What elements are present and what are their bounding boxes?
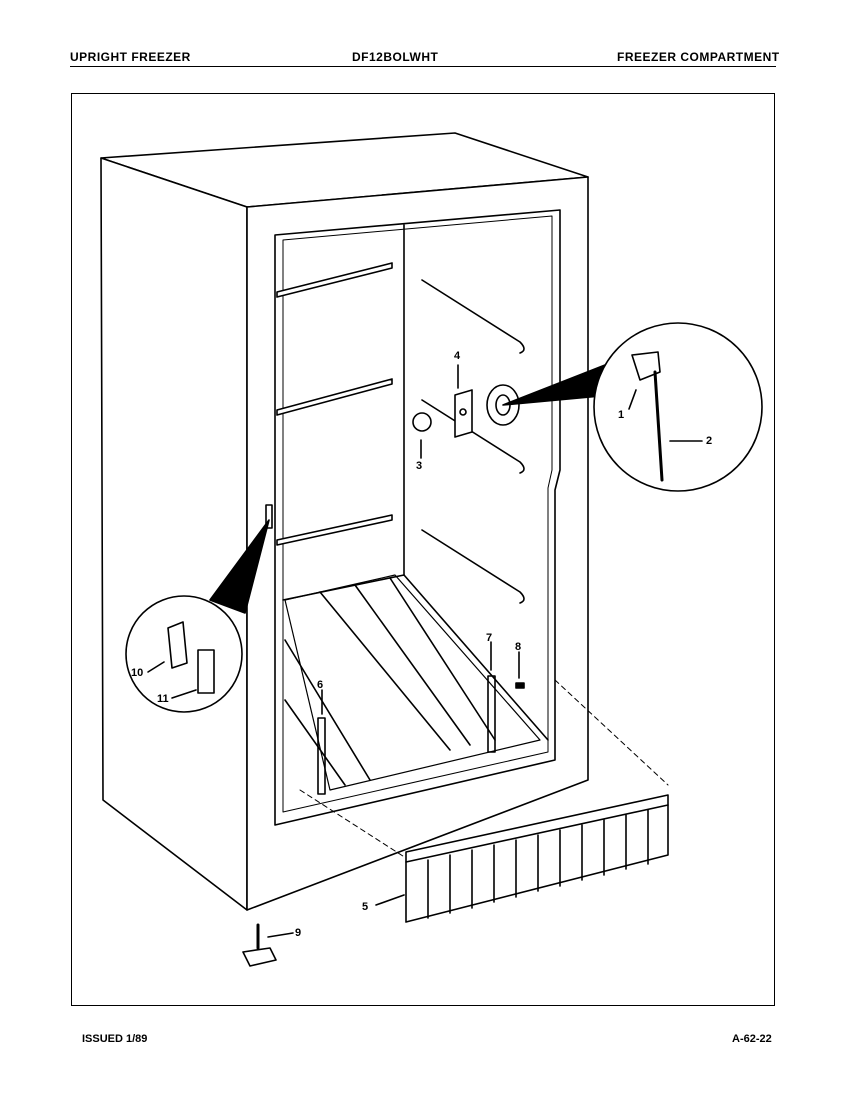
callout-11: 11 (157, 693, 169, 705)
footer-page-code: A-62-22 (732, 1033, 772, 1045)
callout-6: 6 (317, 679, 323, 691)
light-switch (631, 351, 661, 381)
detail-circle-light (593, 322, 763, 492)
shelf-rail-left (317, 717, 326, 795)
inner-liner (274, 209, 561, 826)
bottom-basket (284, 574, 541, 791)
hinge-slot (265, 504, 273, 529)
header-model-number: DF12BOLWHT (352, 50, 439, 64)
header-rule (70, 66, 776, 67)
callout-2: 2 (706, 435, 712, 447)
diagram-frame (71, 93, 775, 1006)
right-shelf-rod-1 (421, 279, 525, 354)
callout-10: 10 (131, 667, 143, 679)
callout-1: 1 (618, 409, 624, 421)
thermostat-knob (412, 412, 432, 432)
callout-4: 4 (454, 350, 461, 362)
cabinet-front (246, 176, 589, 911)
toe-grille-slats (427, 809, 649, 919)
screw (515, 682, 525, 689)
callout-9: 9 (295, 927, 301, 939)
hinge-bracket (167, 621, 188, 669)
shelf-rail-right (487, 675, 496, 753)
leveling-leg-foot (242, 947, 277, 967)
hinge-cover (197, 649, 215, 694)
left-shelf-support-3 (276, 514, 393, 546)
callout-8: 8 (515, 641, 521, 653)
header-section-title: FREEZER COMPARTMENT (617, 50, 780, 64)
callout-5: 5 (362, 901, 368, 913)
left-shelf-support-1 (276, 262, 393, 298)
callout-7: 7 (486, 632, 492, 644)
footer-issued-date: ISSUED 1/89 (82, 1033, 148, 1045)
thermostat-bracket (454, 389, 473, 438)
cabinet-side (100, 157, 248, 911)
detail-circle-hinge (125, 595, 243, 713)
left-shelf-support-2 (276, 378, 393, 416)
callout-3: 3 (416, 460, 422, 472)
right-shelf-rod-3 (421, 529, 525, 604)
header-product-type: UPRIGHT FREEZER (70, 50, 191, 64)
light-socket (486, 384, 520, 426)
right-shelf-rod-2 (421, 399, 525, 474)
